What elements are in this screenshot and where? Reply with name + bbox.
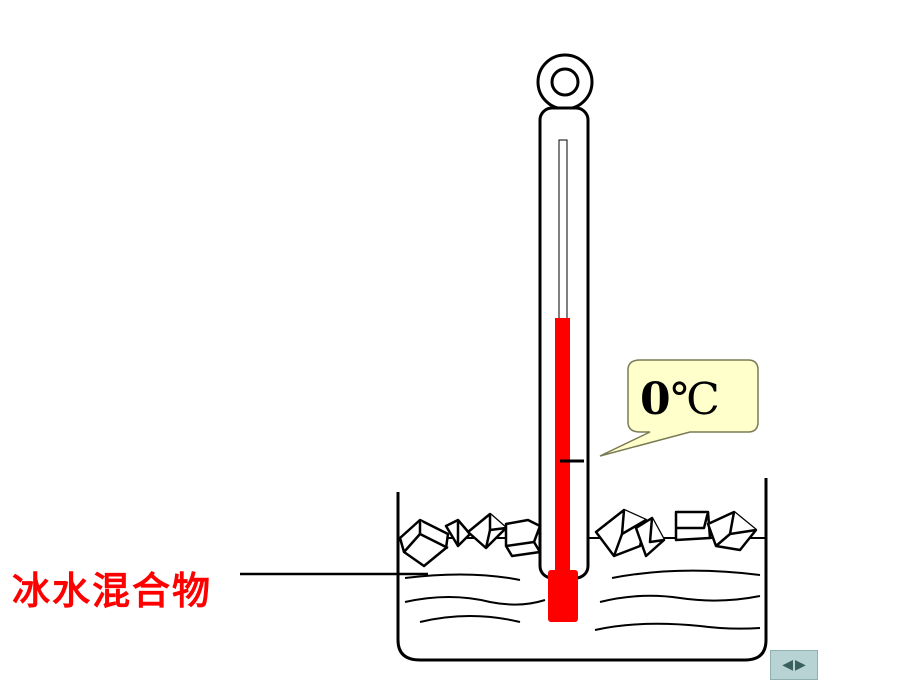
ice-cube <box>594 508 648 558</box>
temperature-value: 0 <box>640 374 671 425</box>
ice-cube <box>398 518 450 568</box>
ice-cube <box>634 516 666 558</box>
prev-icon[interactable]: ◀ <box>782 657 793 673</box>
ice-water-label: 冰水混合物 <box>12 569 213 613</box>
ice-cube <box>466 512 508 550</box>
callout-bubble <box>599 359 759 457</box>
mercury-bulb <box>548 570 578 622</box>
beaker <box>396 478 768 662</box>
mercury-column <box>555 318 570 580</box>
temperature-callout: 0℃ <box>640 372 750 428</box>
thermometer <box>536 53 594 622</box>
ice-cubes <box>398 508 758 568</box>
ice-cube <box>444 518 472 548</box>
ice-cube <box>504 518 542 558</box>
temperature-unit: ℃ <box>670 374 720 425</box>
ice-cube <box>706 510 758 552</box>
slide-nav: ◀ ▶ <box>770 650 818 680</box>
thermometer-capillary <box>558 139 568 321</box>
water-waves <box>404 569 761 631</box>
ice-cube <box>674 510 712 542</box>
next-icon[interactable]: ▶ <box>795 657 806 673</box>
